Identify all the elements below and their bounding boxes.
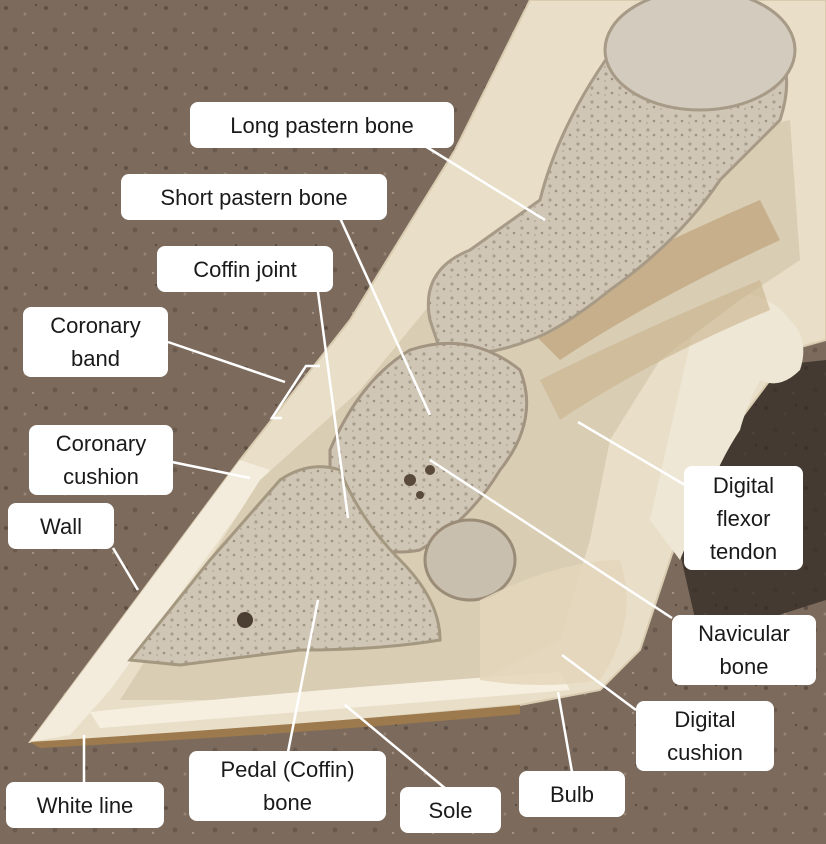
label-digital-flexor-tendon: Digital flexor tendon: [684, 466, 803, 570]
label-navicular-bone: Navicular bone: [672, 615, 816, 685]
label-wall: Wall: [8, 503, 114, 549]
label-coronary-cushion: Coronary cushion: [29, 425, 173, 495]
label-long-pastern-bone: Long pastern bone: [190, 102, 454, 148]
label-pedal-coffin-bone: Pedal (Coffin) bone: [189, 751, 386, 821]
label-sole: Sole: [400, 787, 501, 833]
label-short-pastern-bone: Short pastern bone: [121, 174, 387, 220]
label-digital-cushion: Digital cushion: [636, 701, 774, 771]
label-coffin-joint: Coffin joint: [157, 246, 333, 292]
label-coronary-band: Coronary band: [23, 307, 168, 377]
label-bulb: Bulb: [519, 771, 625, 817]
label-white-line: White line: [6, 782, 164, 828]
